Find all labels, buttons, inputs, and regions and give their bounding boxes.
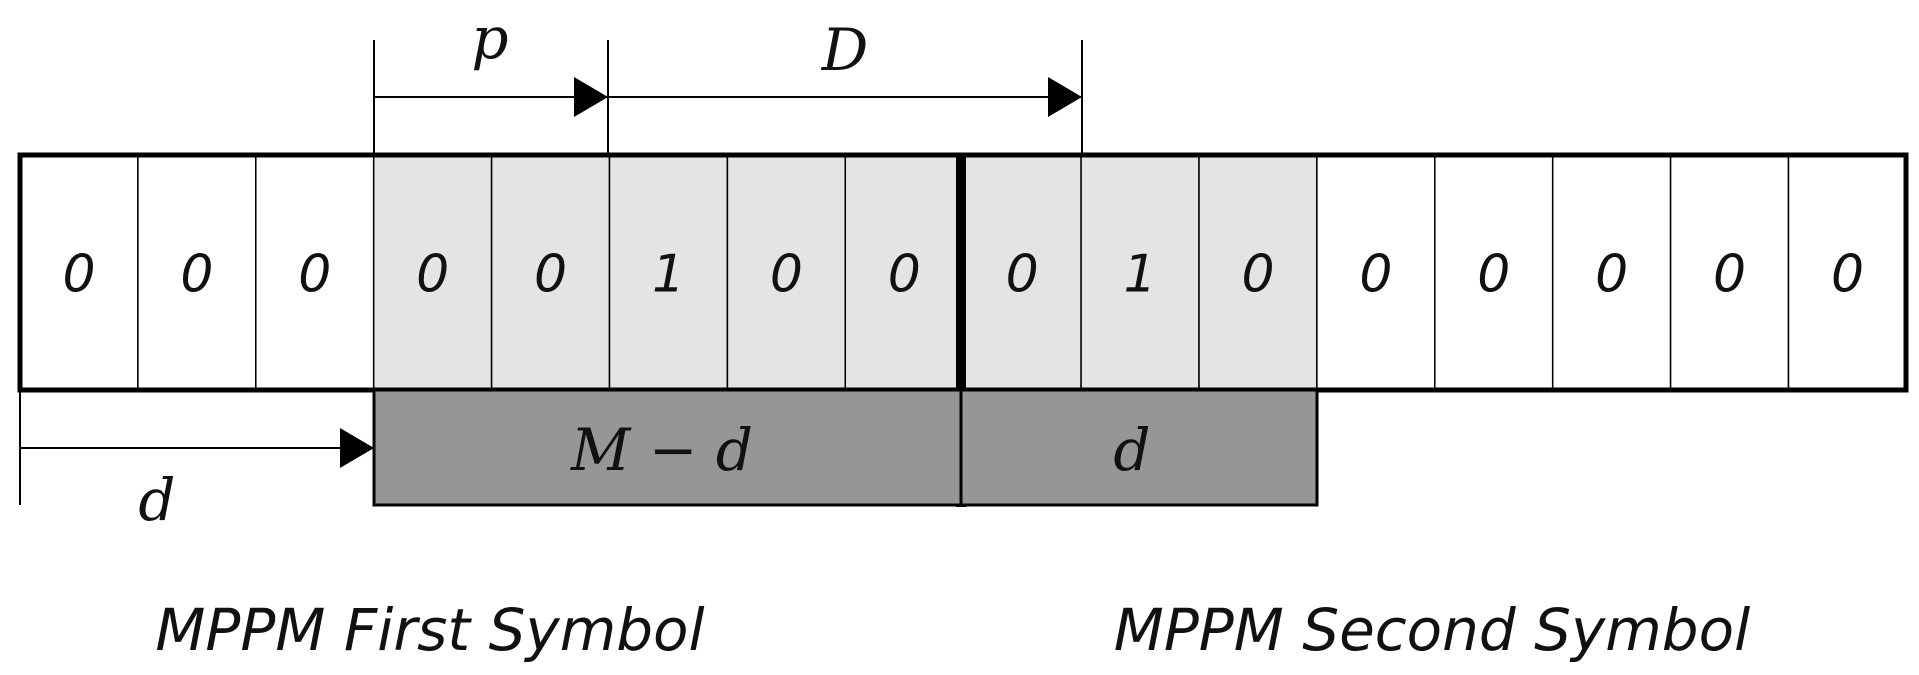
d-box-label: d xyxy=(1113,416,1150,484)
slot-value: 1 xyxy=(1124,245,1157,305)
slot-value: 0 xyxy=(1006,245,1039,305)
slot-value: 0 xyxy=(770,245,803,305)
slot-cell xyxy=(255,154,375,391)
slot-cell xyxy=(962,154,1082,391)
slot-cell xyxy=(1669,154,1790,391)
slot-value: 0 xyxy=(534,245,567,305)
slot-value: 0 xyxy=(1477,245,1510,305)
slot-value: 1 xyxy=(652,245,685,305)
d-box xyxy=(959,388,1319,507)
p-label: p xyxy=(471,4,508,72)
slot-value: 0 xyxy=(298,245,331,305)
slot-value: 0 xyxy=(1595,245,1628,305)
slot-cell xyxy=(19,154,139,391)
slot-value: 0 xyxy=(888,245,921,305)
slot-value: 0 xyxy=(1713,245,1746,305)
slot-cell xyxy=(844,154,964,391)
second-symbol-caption: MPPM Second Symbol xyxy=(1114,596,1750,664)
slot-row: 0 0 0 0 0 1 0 0 0 1 0 0 0 0 0 0 xyxy=(19,154,1908,391)
slot-cell xyxy=(1551,154,1672,391)
D-label: D xyxy=(821,16,869,84)
slot-value: 0 xyxy=(180,245,213,305)
slot-value: 0 xyxy=(1831,245,1864,305)
slot-cell xyxy=(490,154,611,391)
slot-value: 0 xyxy=(1359,245,1392,305)
slot-cell xyxy=(608,154,729,391)
slot-value: 0 xyxy=(62,245,95,305)
slot-value: 0 xyxy=(416,245,449,305)
first-symbol-caption: MPPM First Symbol xyxy=(155,596,704,664)
slot-cell xyxy=(1787,154,1908,391)
slot-cell xyxy=(1316,154,1436,391)
slot-cell xyxy=(1434,154,1554,391)
slot-value: 0 xyxy=(1241,245,1274,305)
m-minus-d-label: M − d xyxy=(570,416,753,484)
d-arrow-label: d xyxy=(138,466,175,534)
slot-cell xyxy=(726,154,847,391)
